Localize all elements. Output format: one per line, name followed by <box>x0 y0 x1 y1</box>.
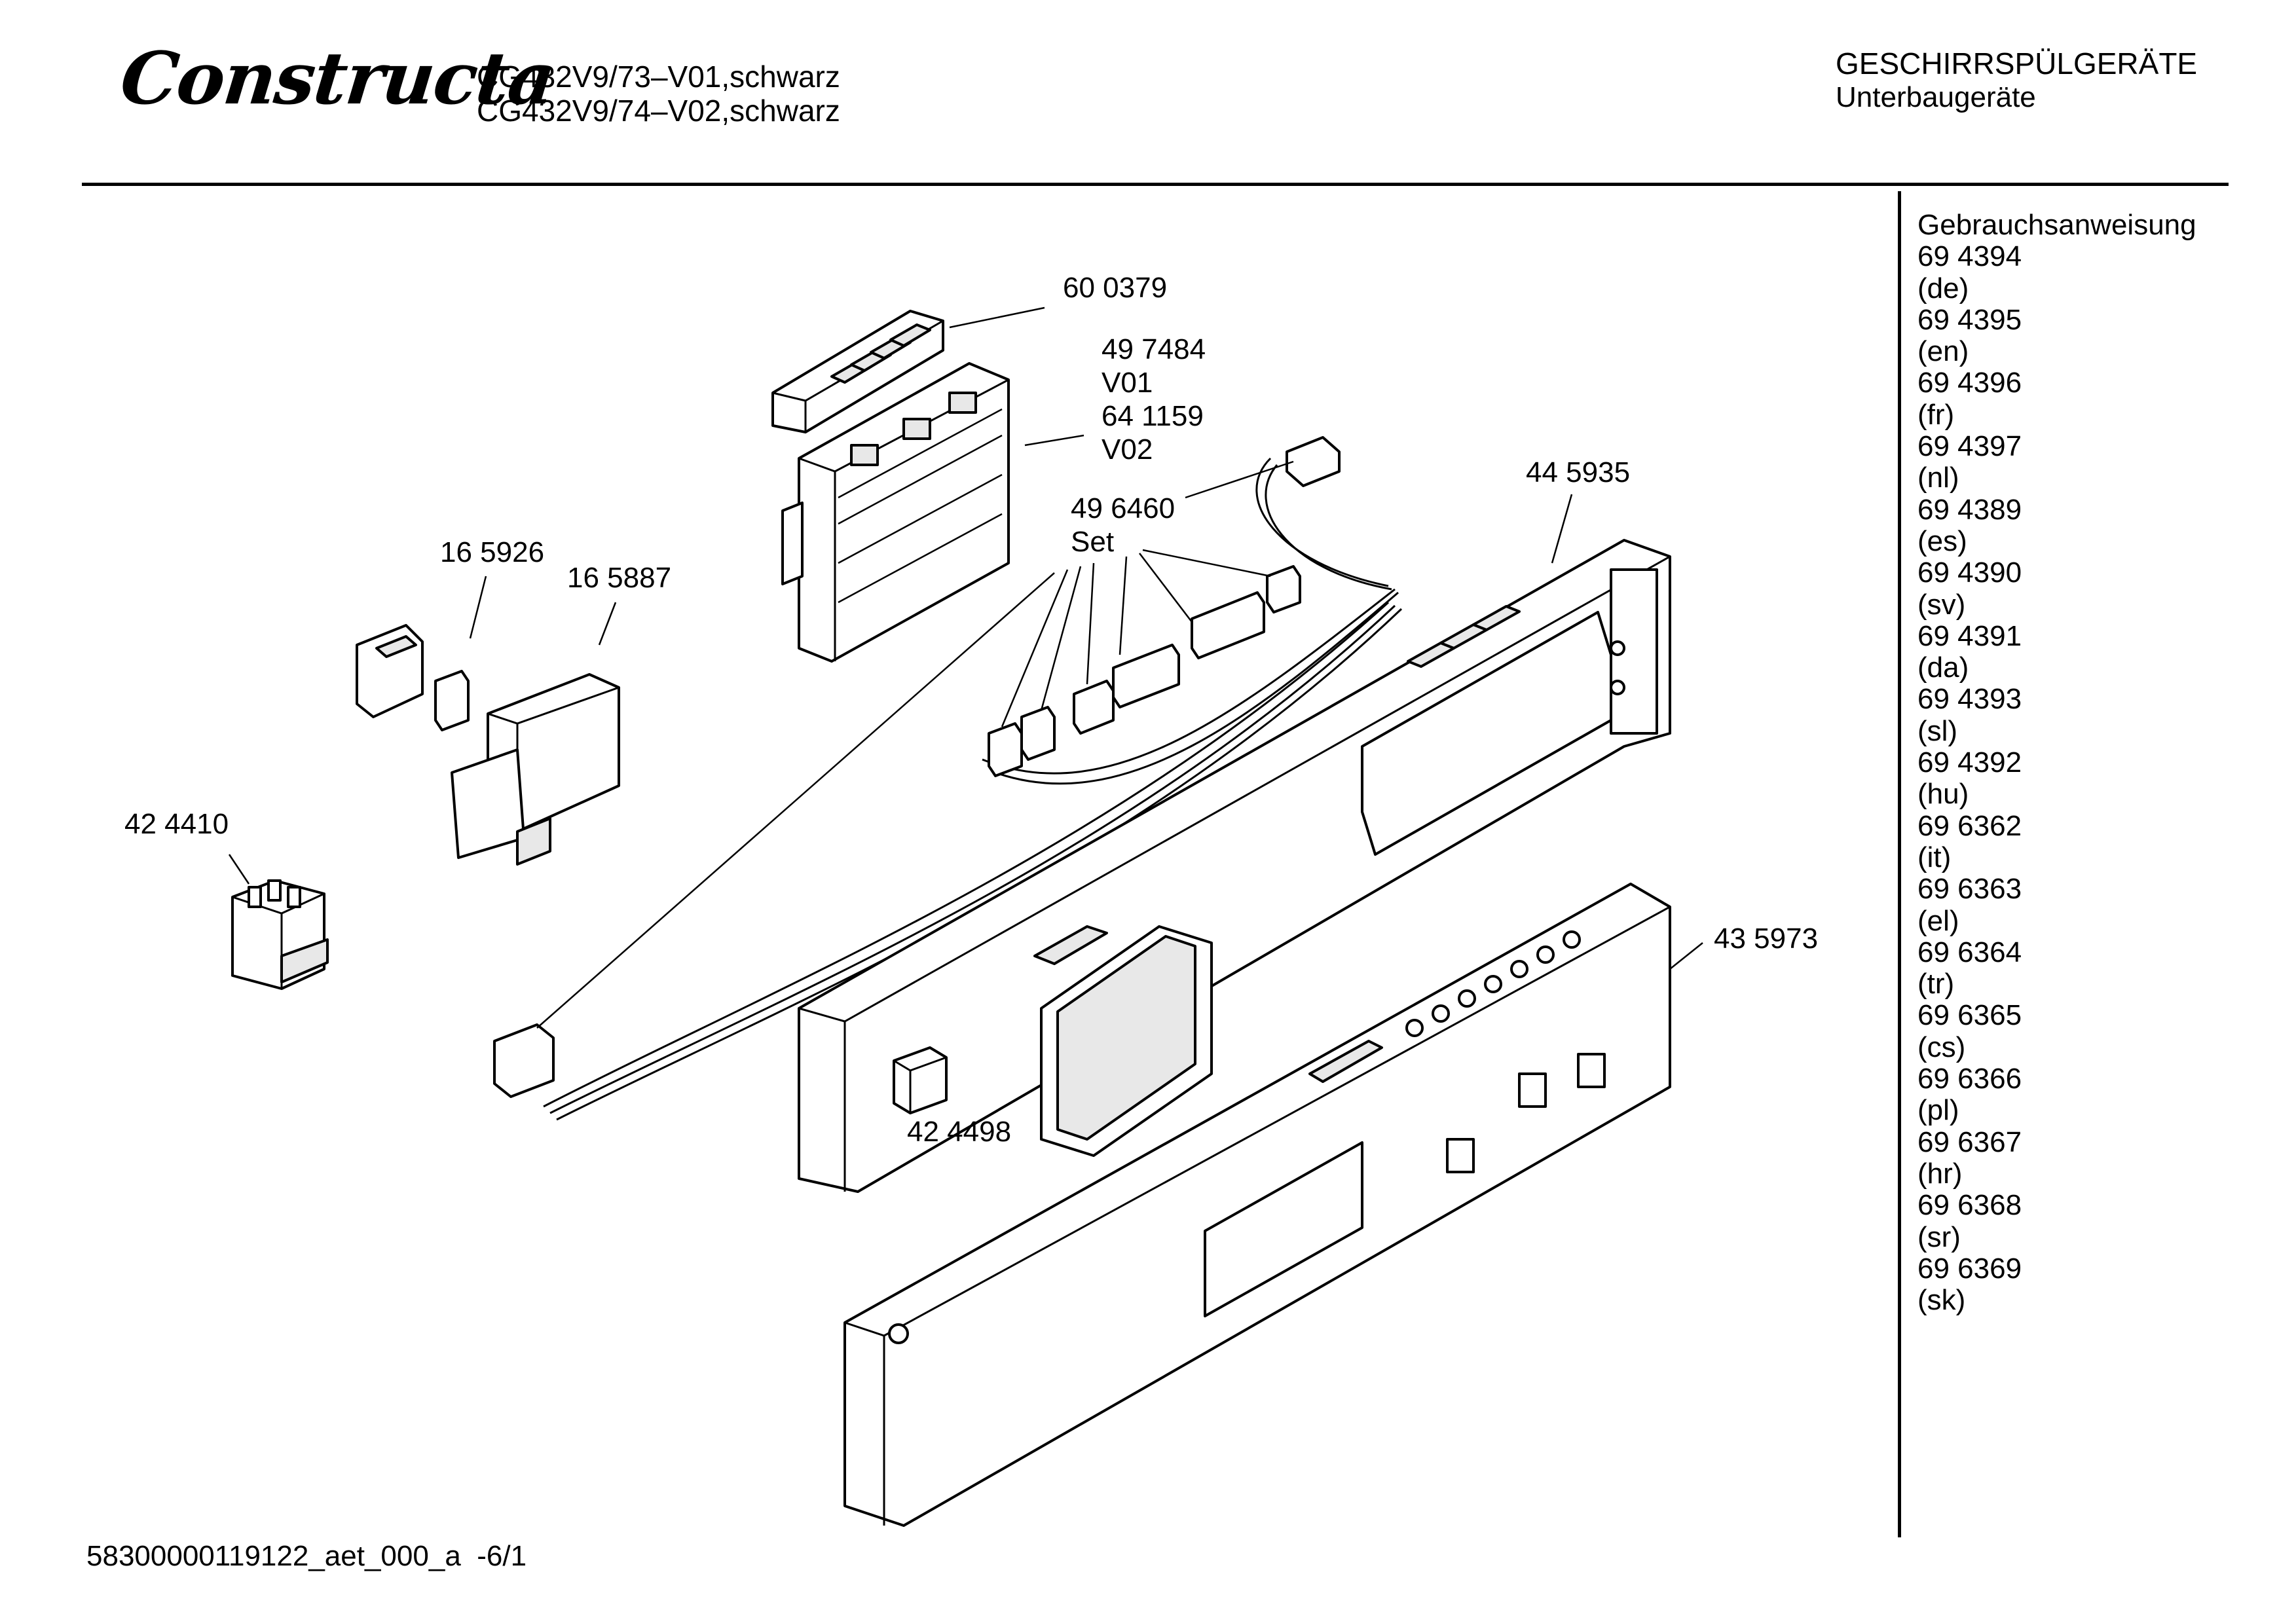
relay-holder-part <box>451 673 620 866</box>
manual-number: 69 6362 <box>1917 809 2022 842</box>
document-footer: 58300000119122_aet_000_a -6/1 <box>86 1540 527 1573</box>
manual-language: (sk) <box>1917 1284 1966 1317</box>
part-label-497484-variant: V01 <box>1102 367 1153 399</box>
part-label-445935: 44 5935 <box>1526 456 1631 488</box>
manual-number: 69 4389 <box>1917 493 2022 526</box>
manual-number: 69 6365 <box>1917 999 2022 1032</box>
manual-language: (tr) <box>1917 968 1955 1000</box>
manual-language: (pl) <box>1917 1094 1959 1127</box>
manual-language: (fr) <box>1917 398 1955 431</box>
category-title: GESCHIRRSPÜLGERÄTE <box>1836 46 2198 81</box>
part-label-641159: 64 1159 <box>1102 400 1204 432</box>
part-label-497484: 49 7484 <box>1102 333 1206 365</box>
manual-number: 69 4393 <box>1917 683 2022 716</box>
part-label-600379: 60 0379 <box>1063 272 1168 304</box>
wiring-harness-part <box>493 436 1403 1121</box>
manual-language: (da) <box>1917 651 1969 684</box>
manual-language: (es) <box>1917 524 1967 557</box>
manual-list-title: Gebrauchsanweisung <box>1917 209 2196 241</box>
part-label-496460-set: Set <box>1071 526 1115 558</box>
manual-number: 69 6368 <box>1917 1189 2022 1222</box>
page-number: -6/1 <box>477 1540 527 1572</box>
part-label-496460: 49 6460 <box>1071 492 1176 524</box>
relay-part <box>231 879 329 990</box>
subcategory-title: Unterbaugeräte <box>1836 81 2036 113</box>
part-label-424498: 42 4498 <box>907 1116 1012 1148</box>
manual-language: (de) <box>1917 272 1969 304</box>
button-strip-part <box>771 310 944 433</box>
manual-language: (el) <box>1917 904 1959 937</box>
manual-number: 69 6369 <box>1917 1252 2022 1285</box>
part-label-641159-variant: V02 <box>1102 433 1153 466</box>
manual-number: 69 4394 <box>1917 240 2022 273</box>
manual-number: 69 4391 <box>1917 619 2022 652</box>
relay-cover-part <box>356 624 470 731</box>
manual-language: (hr) <box>1917 1157 1963 1190</box>
manual-number: 69 6364 <box>1917 936 2022 968</box>
header-divider <box>82 183 2229 186</box>
front-fascia-part <box>798 539 1671 1193</box>
manual-language: (cs) <box>1917 1031 1966 1063</box>
part-label-165926: 16 5926 <box>440 536 545 568</box>
manual-number: 69 6366 <box>1917 1063 2022 1095</box>
manual-number: 69 4396 <box>1917 367 2022 399</box>
manual-list: Gebrauchsanweisung 69 4394 (de) 69 4395 … <box>1917 209 2196 1317</box>
control-module-part <box>781 362 1010 663</box>
manual-number: 69 6367 <box>1917 1126 2022 1158</box>
model-line-2: CG432V9/74–V02,schwarz <box>477 94 840 128</box>
model-line-1: CG432V9/73–V01,schwarz <box>477 60 840 94</box>
sidebar-divider <box>1898 191 1901 1537</box>
manual-language: (sr) <box>1917 1220 1961 1253</box>
manual-number: 69 4397 <box>1917 430 2022 463</box>
part-label-435973: 43 5973 <box>1714 923 1819 955</box>
small-block-part <box>893 1046 948 1114</box>
manual-language: (it) <box>1917 841 1952 873</box>
leader-lines <box>228 306 1703 1029</box>
panel-carrier-part <box>843 883 1671 1527</box>
manual-language: (en) <box>1917 335 1969 368</box>
manual-number: 69 4392 <box>1917 746 2022 779</box>
part-label-424410: 42 4410 <box>124 808 229 840</box>
manual-number: 69 4390 <box>1917 557 2022 589</box>
manual-language: (hu) <box>1917 778 1969 811</box>
manual-language: (sv) <box>1917 588 1966 621</box>
manual-number: 69 4395 <box>1917 303 2022 336</box>
manual-number: 69 6363 <box>1917 873 2022 906</box>
manual-language: (sl) <box>1917 714 1958 747</box>
manual-language: (nl) <box>1917 462 1959 494</box>
document-id: 58300000119122_aet_000_a <box>86 1540 461 1572</box>
part-label-165887: 16 5887 <box>567 562 672 594</box>
